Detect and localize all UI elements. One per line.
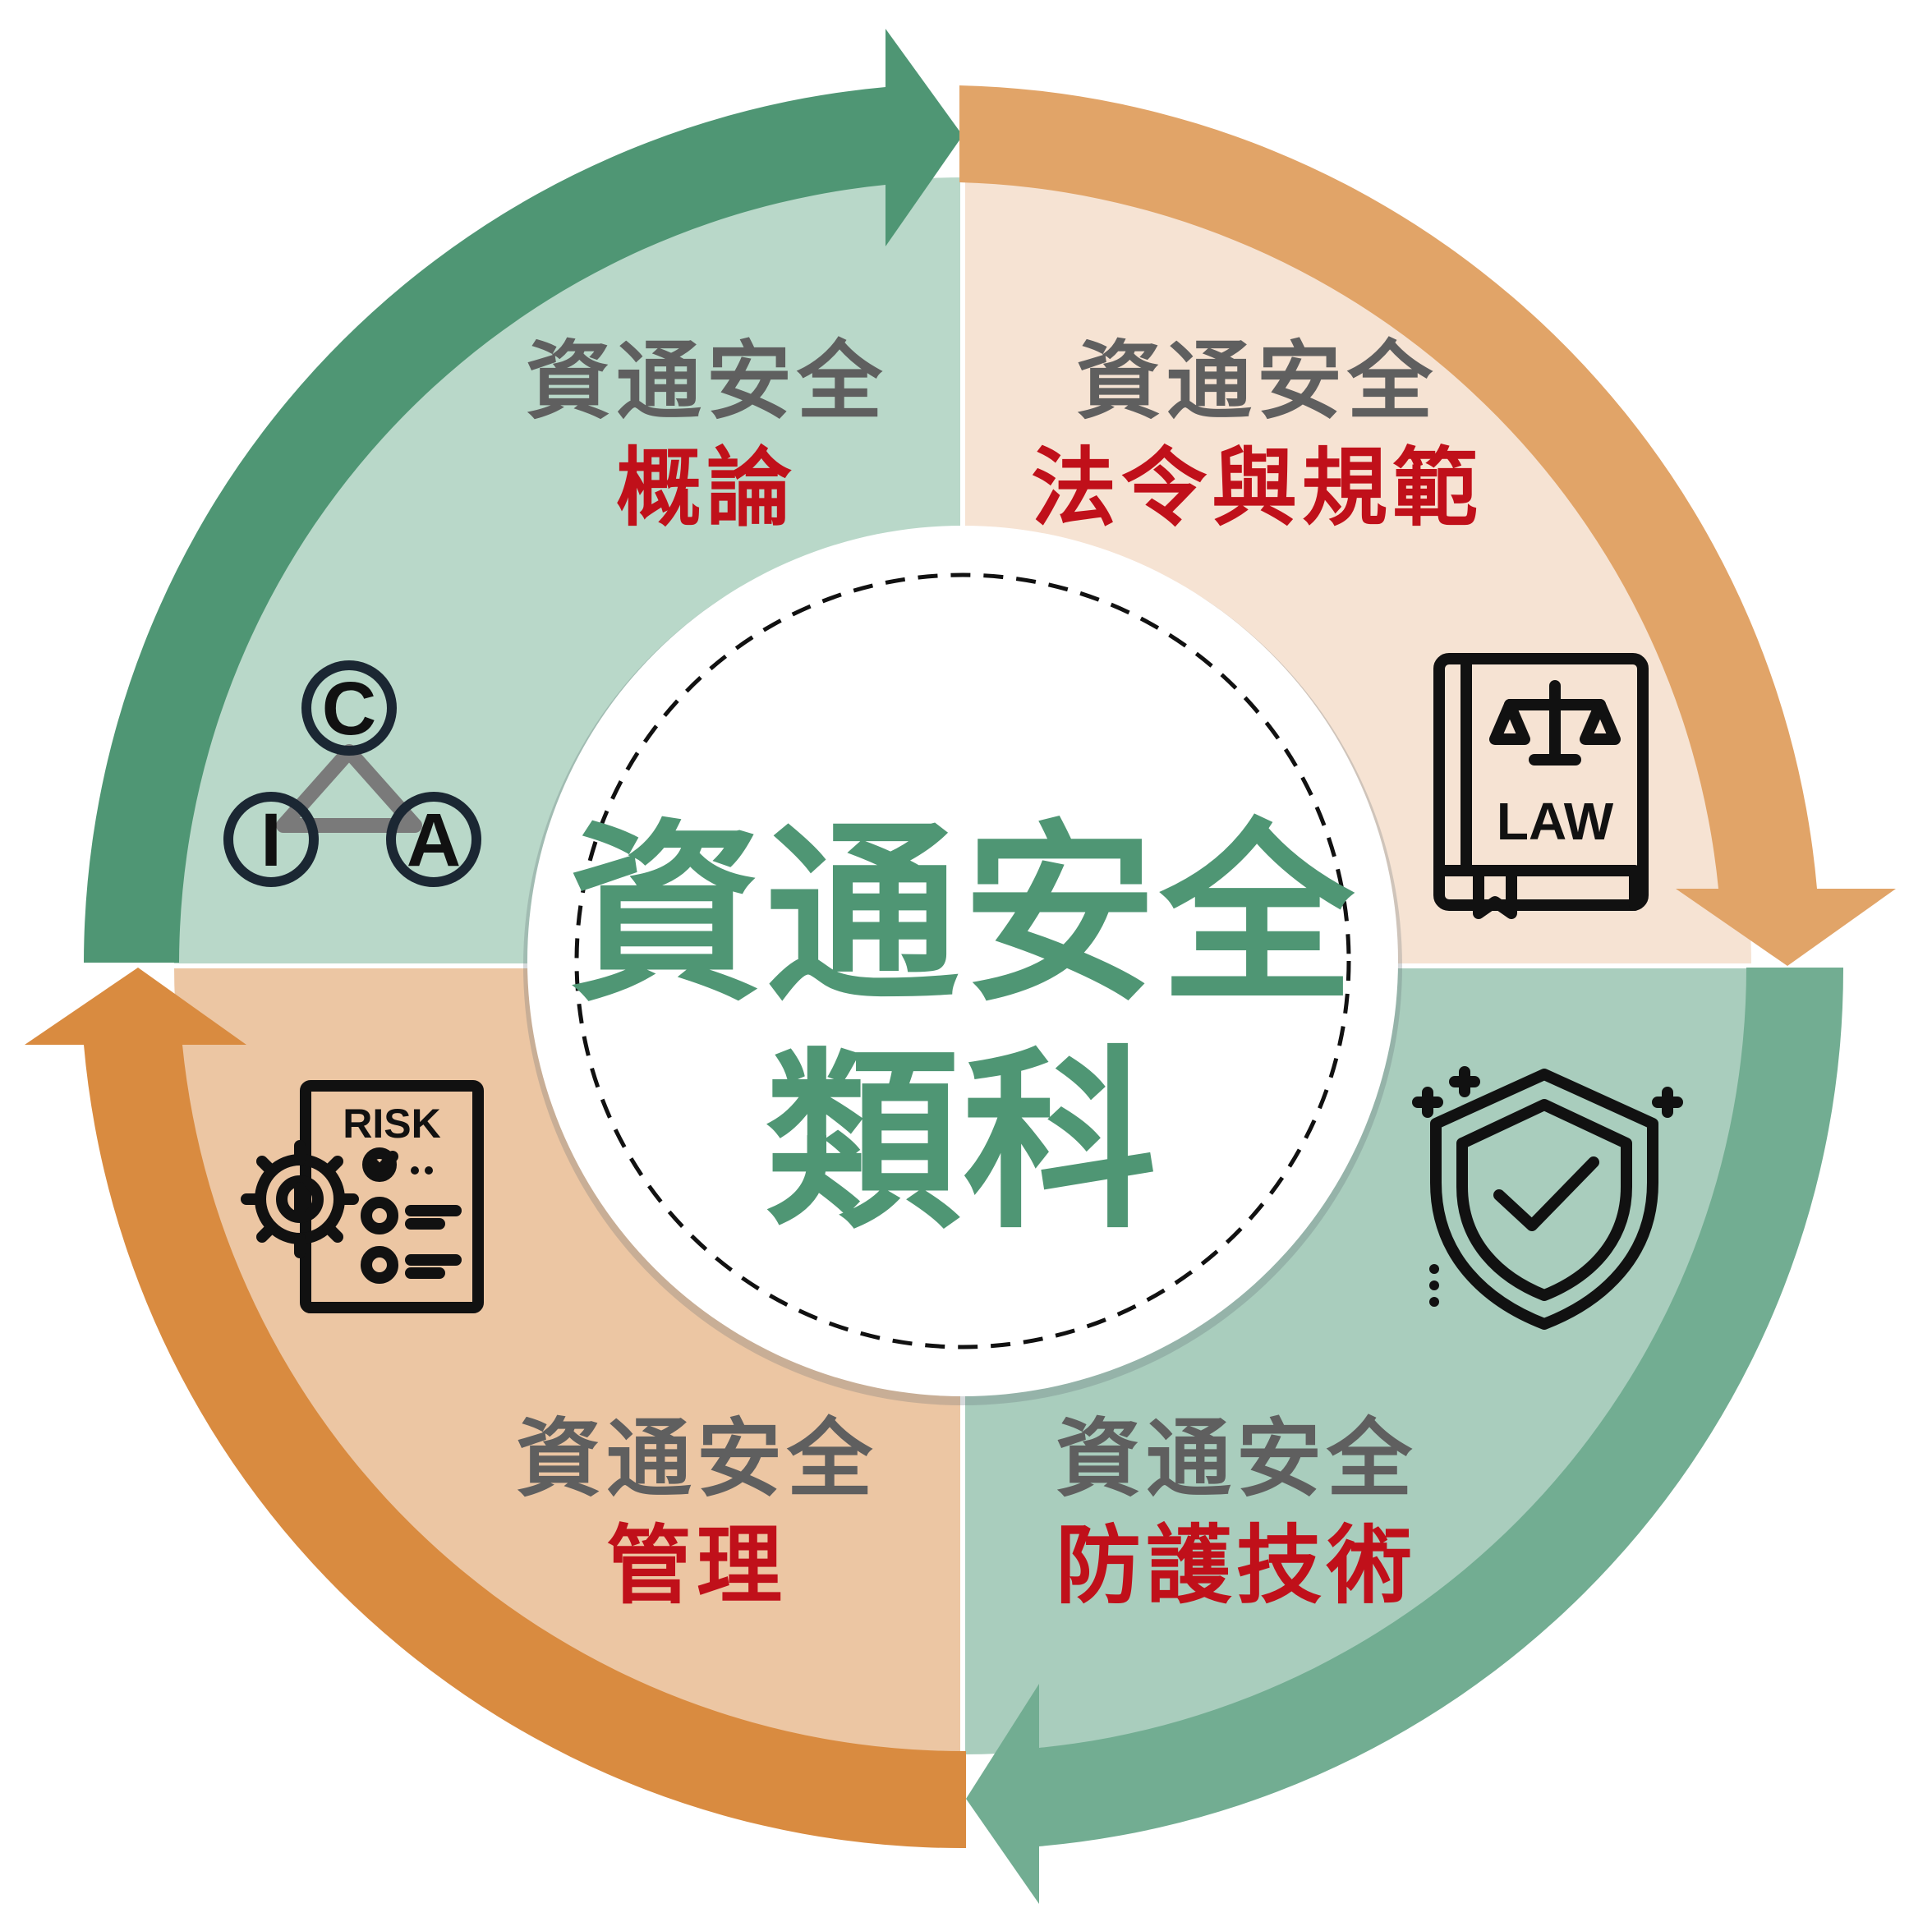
center-title-line2: 類科	[766, 1029, 1160, 1255]
arrow-law	[959, 85, 1896, 966]
overview-subtitle: 概論	[616, 438, 797, 538]
law-title: 資通安全	[1076, 331, 1438, 431]
risk-label: RISK	[343, 1101, 440, 1147]
arrow-overview	[84, 29, 963, 963]
shield-check-icon	[1412, 1066, 1683, 1330]
center-title-line1: 資通安全	[568, 802, 1357, 1028]
scales-icon	[1489, 680, 1621, 766]
protection-subtitle: 防護技術	[1056, 1515, 1417, 1616]
management-title: 資通安全	[516, 1409, 877, 1509]
arrow-protection	[966, 968, 1844, 1904]
gear-icon	[241, 1140, 359, 1258]
center-hub: 資通安全 類科	[523, 526, 1402, 1405]
cia-letter-i: I	[260, 798, 282, 882]
risk-checklist-icon: RISK	[241, 1080, 484, 1313]
protection-title: 資通安全	[1056, 1409, 1417, 1509]
law-subtitle: 法令與規範	[1031, 438, 1483, 538]
law-book-icon: LAW	[1433, 653, 1649, 919]
cia-letter-c: C	[322, 667, 376, 751]
management-subtitle: 管理	[606, 1515, 787, 1616]
arrow-management	[25, 968, 966, 1849]
law-label: LAW	[1497, 792, 1614, 851]
cia-letter-a: A	[407, 798, 461, 882]
center-dashed-ring	[574, 572, 1351, 1349]
cia-triad-icon: C I A	[223, 660, 481, 887]
overview-title: 資通安全	[526, 331, 887, 431]
